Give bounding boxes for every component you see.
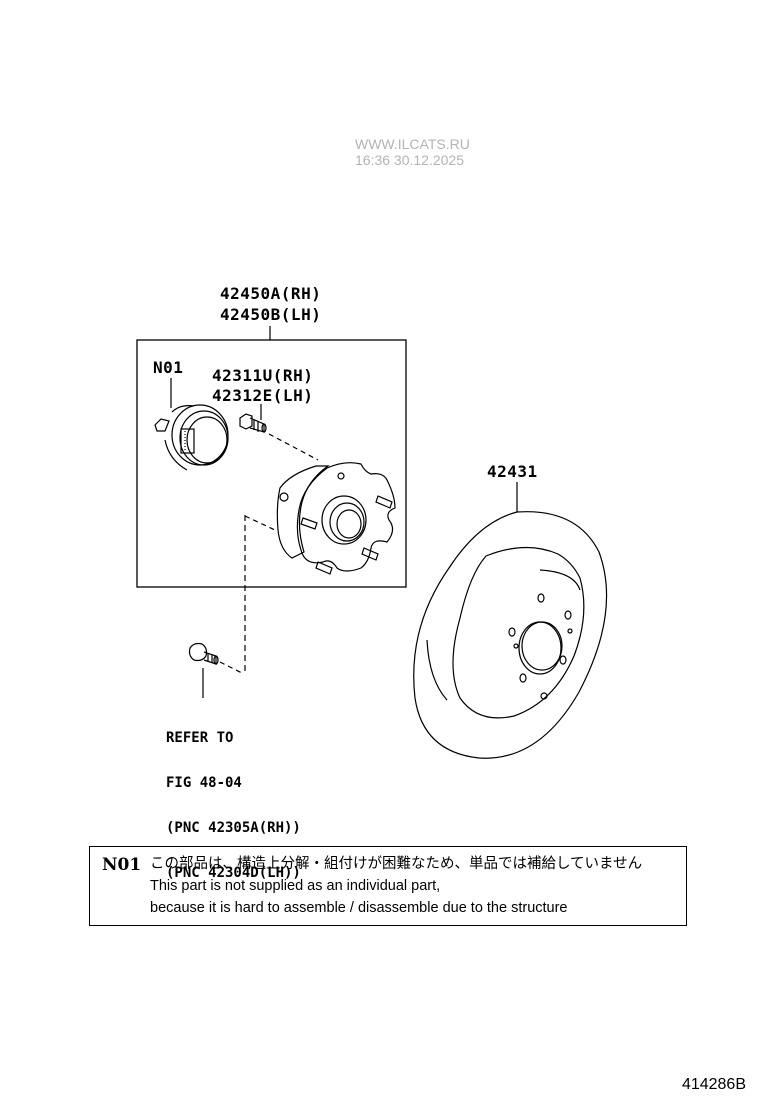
note-box-n01: N01 この部品は、構造上分解・組付けが困難なため、単品では補給していません T… [89, 846, 687, 926]
brake-disc-icon[interactable] [413, 482, 608, 759]
reference-line-3[interactable]: (PNC 42305A(RH)) [166, 820, 301, 836]
reference-line-2[interactable]: FIG 48-04 [166, 775, 242, 791]
note-text: この部品は、構造上分解・組付けが困難なため、単品では補給していません This … [150, 853, 642, 919]
n01-label[interactable]: N01 [153, 358, 184, 377]
note-line-english-2: because it is hard to assemble / disasse… [150, 900, 568, 916]
assembly-part-number-lh[interactable]: 42450B(LH) [220, 305, 322, 324]
n01-sensor-icon[interactable] [154, 378, 229, 471]
hub-bearing-icon[interactable] [244, 462, 396, 575]
watermark: WWW.ILCATS.RU 16:36 30.12.2025 [355, 136, 470, 168]
note-line-japanese: この部品は、構造上分解・組付けが困難なため、単品では補給していません [150, 856, 643, 872]
reference-line-4[interactable]: (PNC 42304D(LH)) [166, 865, 301, 881]
figure-id: 414286B [681, 1076, 746, 1093]
note-line-english-1: This part is not supplied as an individu… [150, 878, 441, 894]
mount-bolt-icon[interactable] [188, 642, 245, 699]
brake-disc-part-number[interactable]: 42431 [487, 462, 538, 481]
note-code: N01 [102, 855, 142, 875]
watermark-timestamp: 16:36 30.12.2025 [355, 152, 464, 168]
assembly-part-number-rh[interactable]: 42450A(RH) [220, 284, 322, 303]
hub-bolt-icon[interactable] [239, 404, 319, 461]
reference-line-1: REFER TO [166, 730, 234, 746]
hub-bolt-part-number-rh[interactable]: 42311U(RH) [212, 366, 314, 385]
assembly-box [136, 326, 407, 588]
reference-note: REFER TO FIG 48-04 (PNC 42305A(RH)) (PNC… [166, 701, 301, 896]
hub-bolt-part-number-lh[interactable]: 42312E(LH) [212, 386, 314, 405]
watermark-site: WWW.ILCATS.RU [355, 136, 470, 152]
